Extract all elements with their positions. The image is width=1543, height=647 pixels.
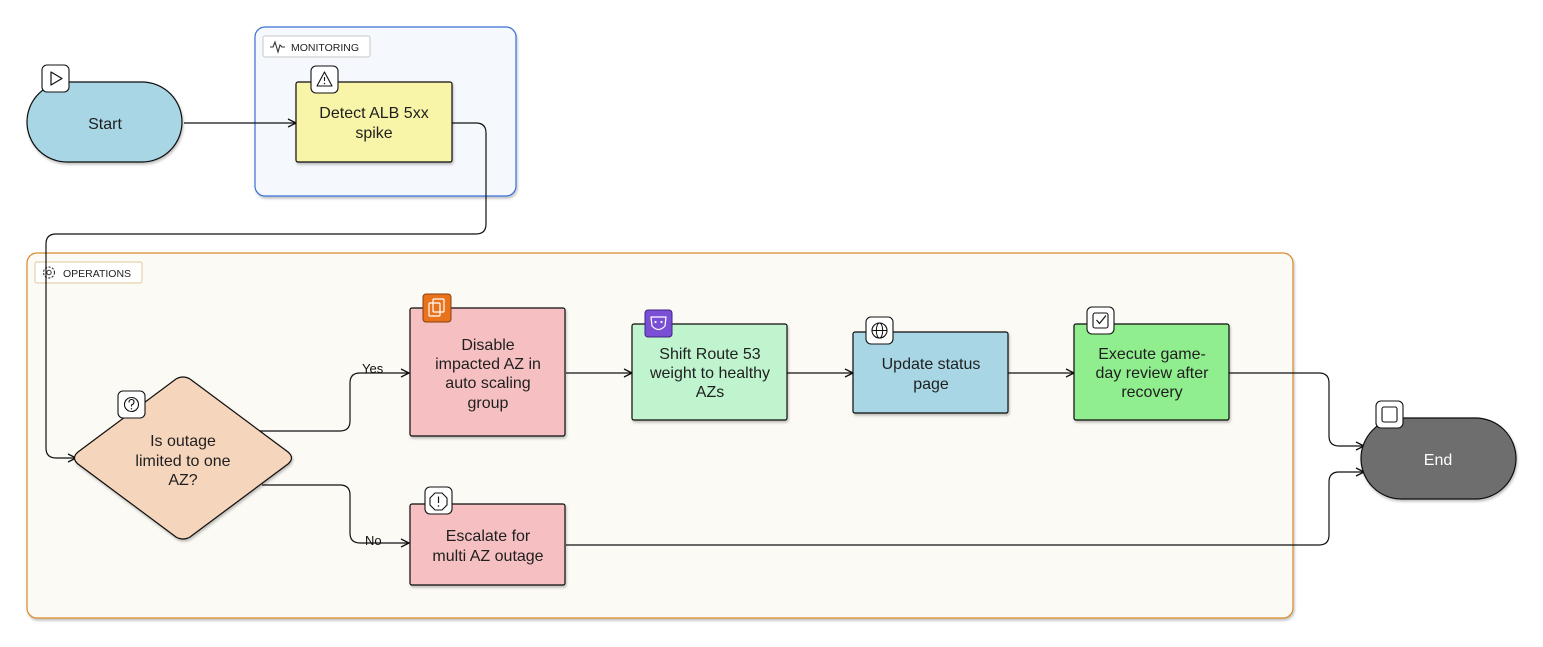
disable-node[interactable]: Disable impacted AZ in auto scaling grou…	[409, 307, 566, 437]
route53-icon	[644, 309, 673, 338]
status-label-line-2: page	[913, 376, 949, 393]
play-icon	[41, 64, 70, 93]
stop-icon	[1375, 400, 1404, 429]
question-icon	[117, 390, 146, 419]
edge-detect-decision	[45, 122, 487, 458]
edges	[45, 122, 1364, 546]
decision-label-line-2: limited to one	[135, 453, 230, 470]
start-node[interactable]: Start	[26, 81, 183, 163]
autoscaling-icon	[422, 293, 452, 323]
status-label-line-1: Update status	[882, 356, 981, 373]
review-label-line-3: recovery	[1121, 384, 1182, 401]
warning-icon	[310, 65, 339, 94]
end-node[interactable]: End	[1360, 417, 1517, 500]
start-label: Start	[88, 116, 122, 133]
escalate-label-line-1: Escalate for	[446, 528, 531, 545]
shift-label-line-1: Shift Route 53	[659, 346, 761, 363]
escalate-label-line-2: multi AZ outage	[432, 548, 543, 565]
shift-node[interactable]: Shift Route 53 weight to healthy AZs	[631, 323, 788, 421]
disable-label-line-4: group	[468, 395, 509, 412]
detect-label-line-1: Detect ALB 5xx	[319, 105, 428, 122]
escalate-node[interactable]: Escalate for multi AZ outage	[409, 503, 566, 586]
detect-node[interactable]: Detect ALB 5xx spike	[295, 81, 453, 163]
disable-label-line-2: impacted AZ in	[435, 356, 541, 373]
disable-label-line-3: auto scaling	[445, 375, 530, 392]
disable-label-line-1: Disable	[461, 337, 514, 354]
gear-icon	[42, 266, 56, 279]
review-label-line-1: Execute game-	[1098, 346, 1206, 363]
edge-decision-escalate	[262, 484, 409, 543]
globe-icon	[865, 316, 894, 345]
review-node[interactable]: Execute game- day review after recovery	[1073, 323, 1230, 421]
end-label: End	[1424, 452, 1452, 469]
operations-group-label: OPERATIONS	[63, 268, 131, 280]
alert-icon	[424, 486, 453, 515]
decision-label-line-1: Is outage	[150, 433, 216, 450]
monitoring-group-label: MONITORING	[291, 42, 359, 54]
activity-icon	[270, 40, 285, 54]
review-label-line-2: day review after	[1096, 365, 1210, 382]
checkbox-icon	[1086, 306, 1115, 335]
detect-label-line-2: spike	[355, 125, 392, 142]
status-node[interactable]: Update status page	[852, 331, 1009, 414]
edge-escalate-end	[566, 472, 1364, 546]
edge-label-yes: Yes	[362, 361, 384, 376]
edge-label-no: No	[365, 533, 382, 548]
edge-review-end	[1229, 372, 1364, 446]
shift-label-line-2: weight to healthy	[649, 365, 770, 382]
decision-label-line-3: AZ?	[168, 472, 197, 489]
edge-decision-disable	[258, 373, 409, 432]
shift-label-line-3: AZs	[696, 384, 724, 401]
